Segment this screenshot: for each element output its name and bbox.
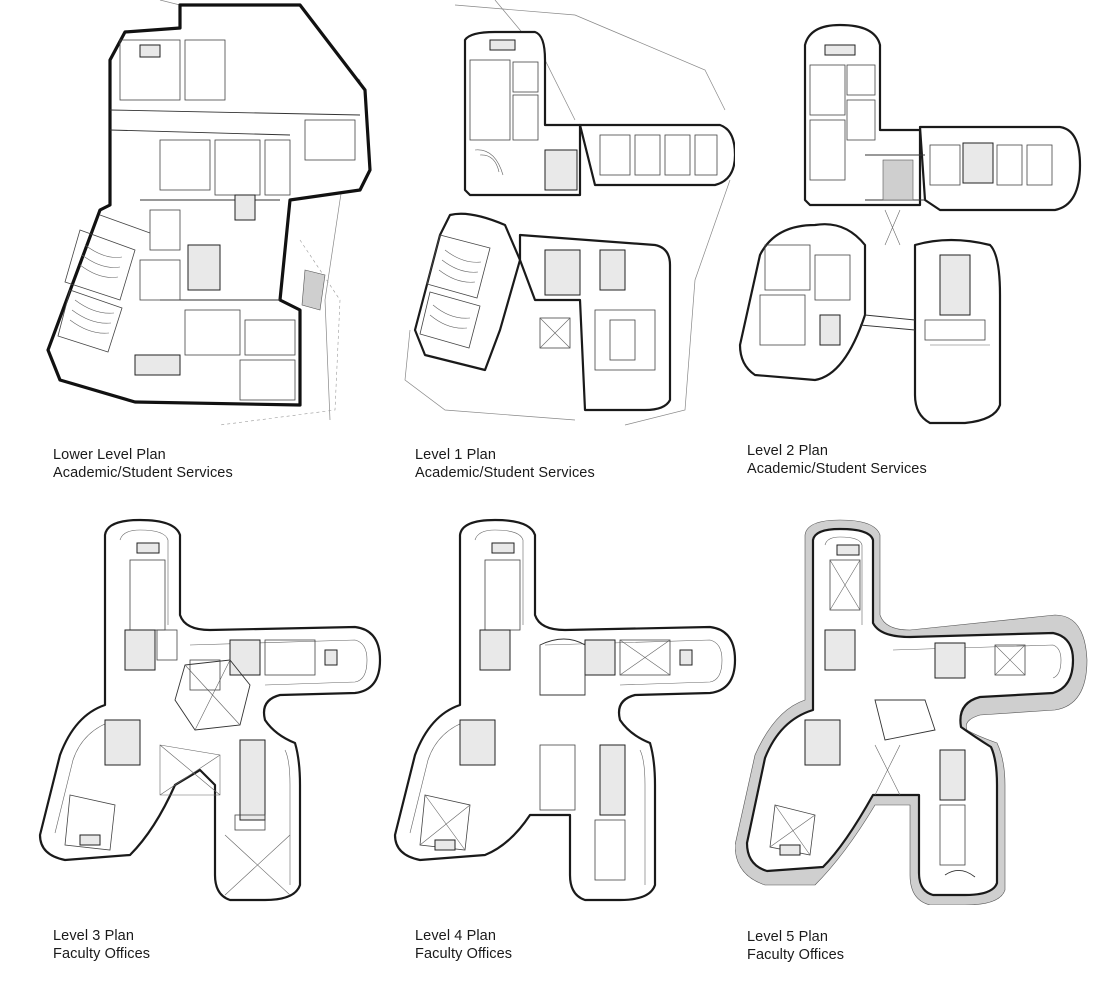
- floor-plan-level-2: [738, 23, 1082, 425]
- floor-plan-level-3: [38, 518, 382, 902]
- floor-plan-lower-level: [46, 0, 372, 426]
- panel-caption: Level 5 Plan Faculty Offices: [747, 928, 844, 964]
- panel-caption: Level 1 Plan Academic/Student Services: [415, 446, 595, 482]
- floor-plan-level-1: [404, 0, 735, 426]
- plan-title: Level 3 Plan: [53, 928, 135, 944]
- plan-title: Level 1 Plan: [415, 447, 497, 463]
- plan-title: Level 5 Plan: [747, 929, 829, 945]
- panel-caption: Level 4 Plan Faculty Offices: [415, 927, 512, 963]
- plan-subtitle: Academic/Student Services: [53, 465, 233, 481]
- plan-subtitle: Academic/Student Services: [415, 465, 595, 481]
- panel-caption: Level 3 Plan Faculty Offices: [53, 927, 150, 963]
- panel-caption: Lower Level Plan Academic/Student Servic…: [53, 446, 233, 482]
- plan-subtitle: Faculty Offices: [53, 946, 151, 962]
- plan-title: Lower Level Plan: [53, 447, 166, 463]
- floor-plan-level-5: [735, 519, 1088, 905]
- plan-subtitle: Faculty Offices: [747, 947, 845, 963]
- plan-title: Level 4 Plan: [415, 928, 497, 944]
- plan-title: Level 2 Plan: [747, 443, 829, 459]
- panel-caption: Level 2 Plan Academic/Student Services: [747, 442, 927, 478]
- floor-plan-level-4: [393, 518, 737, 902]
- plan-subtitle: Faculty Offices: [415, 946, 513, 962]
- plan-subtitle: Academic/Student Services: [747, 461, 927, 477]
